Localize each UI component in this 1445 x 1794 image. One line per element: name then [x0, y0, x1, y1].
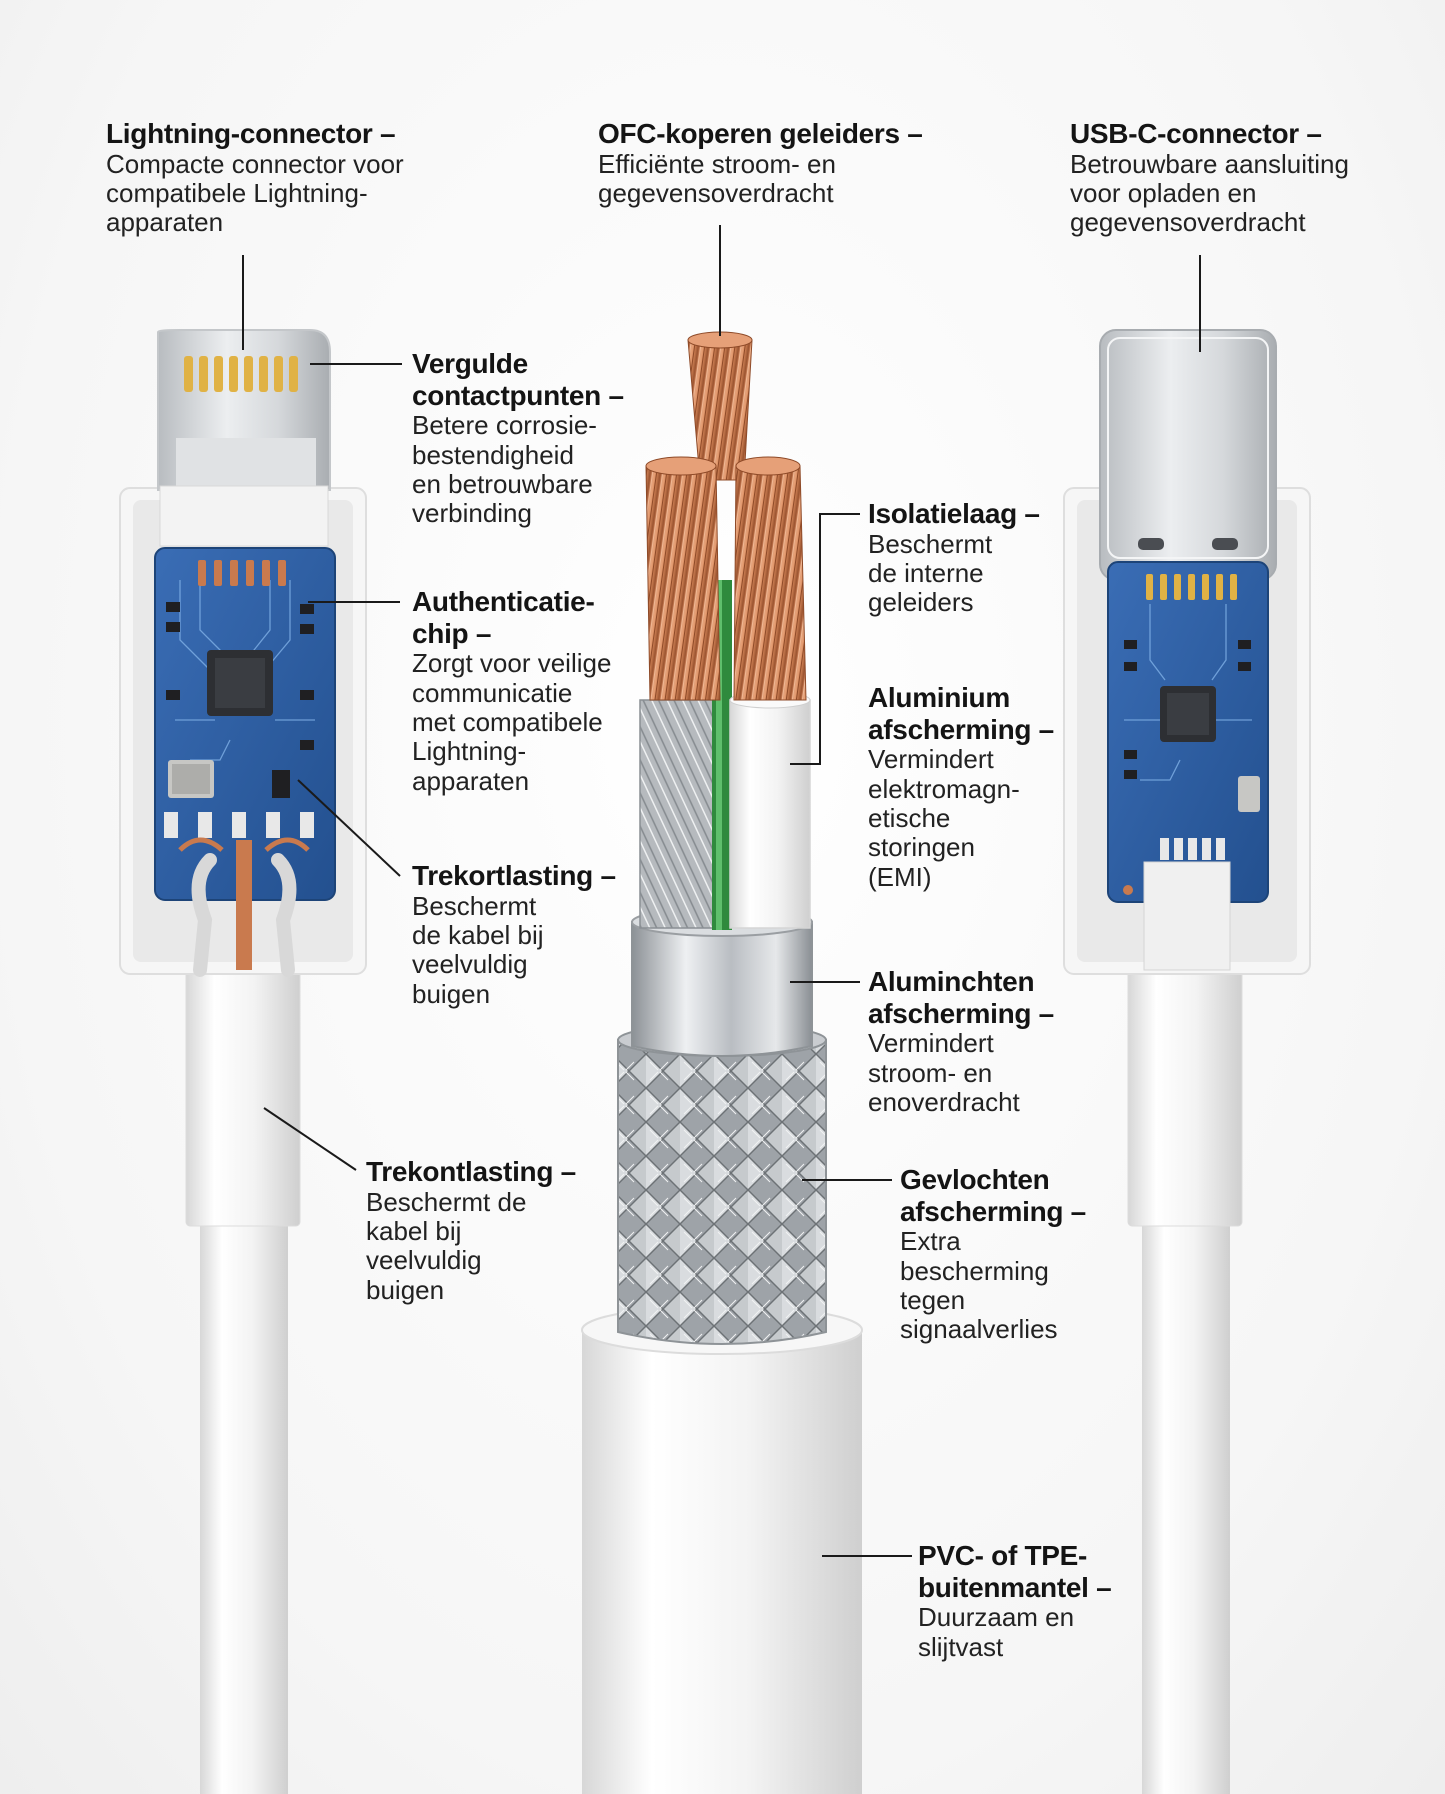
- cable-cutaway-illustration: [581, 331, 863, 1794]
- insulation-layer: [729, 699, 811, 929]
- usb-c-connector-illustration: [1063, 329, 1311, 1794]
- callout-braided-shield: Gevlochten afscherming – Extra beschermi…: [900, 1164, 1086, 1345]
- callout-aluminium-shield: Aluminium afscherming – Vermindert elekt…: [868, 682, 1054, 892]
- callout-strain-relief-inner: Trekortlasting – Beschermt de kabel bij …: [412, 860, 616, 1009]
- callout-ofc-conductors: OFC-koperen geleiders – Efficiënte stroo…: [598, 118, 923, 208]
- callout-insulation-layer: Isolatielaag – Beschermt de interne gele…: [868, 498, 1040, 618]
- braided-shield: [617, 1039, 827, 1345]
- lightning-connector-illustration: [119, 329, 367, 1794]
- leader-lines: [242, 225, 1201, 1557]
- callout-usb-c-connector: USB-C-connector – Betrouwbare aansluitin…: [1070, 118, 1349, 238]
- copper-conductors: [645, 331, 807, 701]
- callout-authentication-chip: Authenticatie- chip – Zorgt voor veilige…: [412, 586, 612, 796]
- callout-outer-jacket: PVC- of TPE- buitenmantel – Duurzaam en …: [918, 1540, 1112, 1662]
- callout-gold-contacts: Vergulde contactpunten – Betere corrosie…: [412, 348, 624, 529]
- callout-lightning-connector: Lightning-connector – Compacte connector…: [106, 118, 404, 238]
- aluminium-foil-shield: [631, 921, 813, 1057]
- callout-aluminchten-shield: Aluminchten afscherming – Vermindert str…: [868, 966, 1054, 1117]
- callout-strain-relief-outer: Trekontlasting – Beschermt de kabel bij …: [366, 1156, 576, 1305]
- gold-contacts: [184, 356, 298, 392]
